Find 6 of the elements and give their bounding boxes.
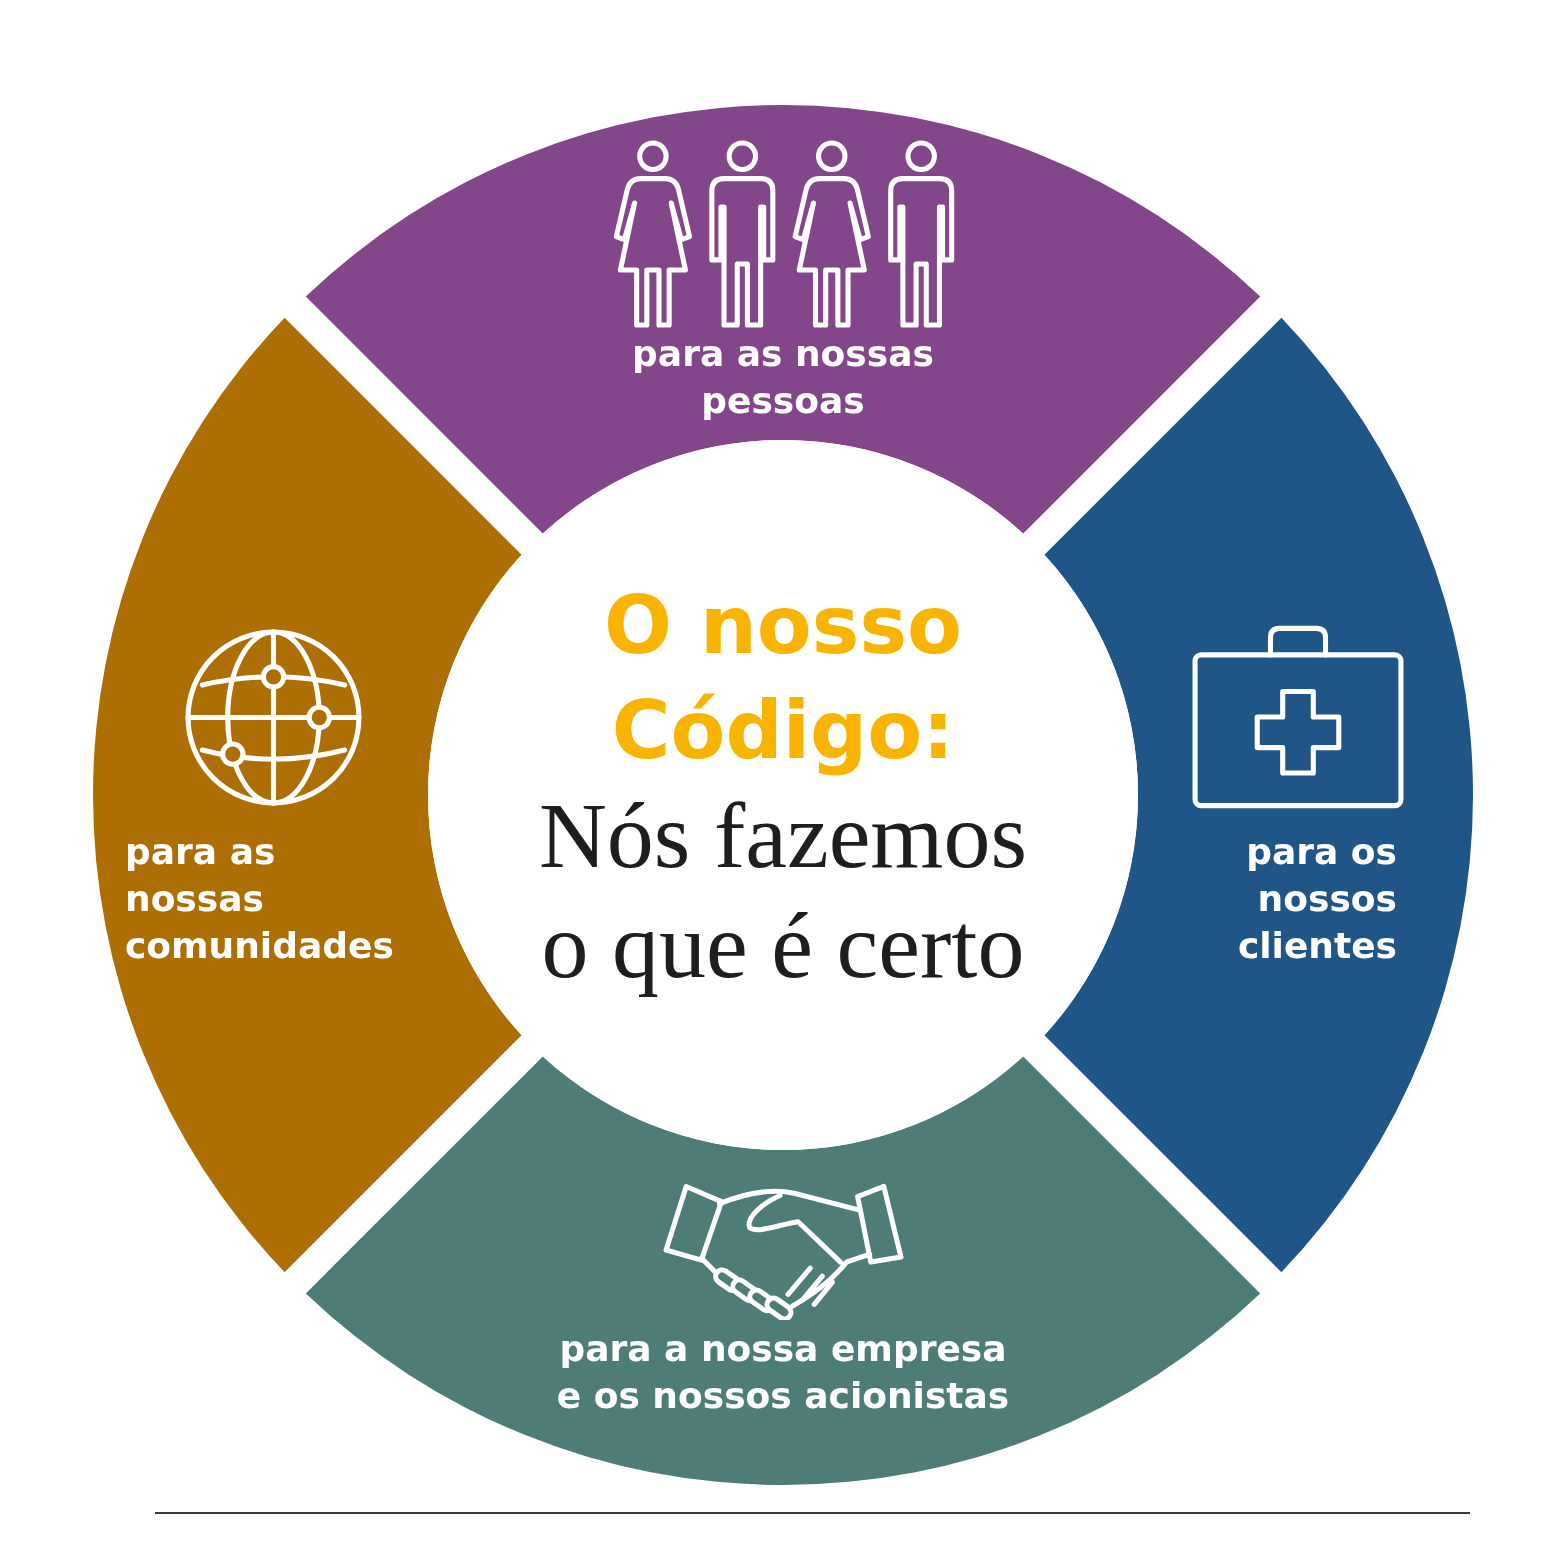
segment-label: para os nossos clientes [1236,830,1397,968]
tagline: Nós fazemos o que é certo [537,782,1029,999]
segment-label: para as nossas comunidades [125,830,395,968]
segment-label: para as nossas pessoas [631,332,935,423]
segment-label: para a nossa empresa e os nossos acionistas [555,1327,1011,1418]
heading: O nosso Código: [603,578,963,779]
